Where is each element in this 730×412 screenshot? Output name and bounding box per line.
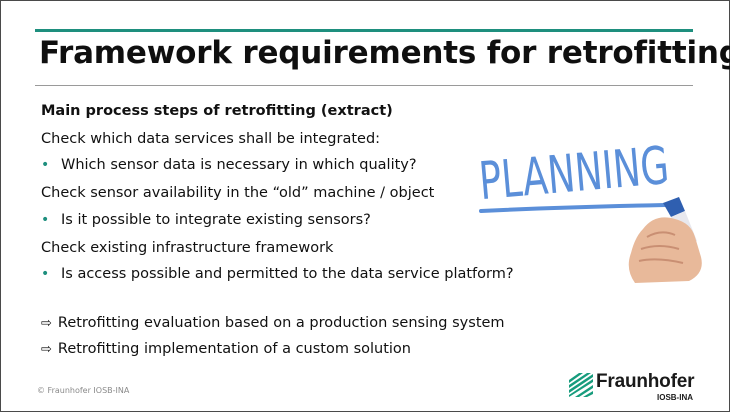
logo-subtitle: IOSB-INA — [657, 393, 693, 402]
copyright-notice: © Fraunhofer IOSB-INA — [37, 386, 130, 395]
bullet-icon: • — [41, 212, 50, 228]
conclusion-item: ⇨ Retrofitting implementation of a custom… — [41, 341, 411, 357]
bullet-item: • Is access possible and permitted to the… — [41, 266, 514, 282]
section-subheading: Main process steps of retrofitting (extr… — [41, 103, 393, 119]
hand-marker-icon — [628, 197, 702, 283]
bullet-text: Which sensor data is necessary in which … — [61, 157, 417, 173]
conclusion-item: ⇨ Retrofitting evaluation based on a prod… — [41, 315, 505, 331]
bullet-icon: • — [41, 266, 50, 282]
arrow-right-icon: ⇨ — [41, 342, 52, 357]
slide-title: Framework requirements for retrofitting — [39, 35, 730, 71]
step-text: Check sensor availability in the “old” m… — [41, 185, 435, 201]
arrow-right-icon: ⇨ — [41, 316, 52, 331]
bullet-text: Is access possible and permitted to the … — [61, 266, 514, 282]
fraunhofer-logo-icon — [569, 373, 593, 397]
step-text: Check which data services shall be integ… — [41, 131, 381, 147]
title-divider — [35, 85, 693, 86]
step-text: Check existing infrastructure framework — [41, 240, 334, 256]
conclusion-text: Retrofitting implementation of a custom … — [57, 341, 411, 357]
planning-illustration: PLANNING — [477, 136, 702, 283]
bullet-text: Is it possible to integrate existing sen… — [61, 212, 371, 228]
top-accent-bar — [35, 29, 693, 32]
bullet-item: • Which sensor data is necessary in which… — [41, 157, 417, 173]
underline-stroke — [479, 203, 667, 213]
conclusion-text: Retrofitting evaluation based on a produ… — [57, 315, 505, 331]
bullet-icon: • — [41, 157, 50, 173]
planning-word: PLANNING — [477, 136, 672, 212]
logo-wordmark: Fraunhofer — [596, 371, 695, 392]
bullet-item: • Is it possible to integrate existing se… — [41, 212, 371, 228]
fraunhofer-logo: Fraunhofer IOSB-INA — [569, 371, 721, 407]
